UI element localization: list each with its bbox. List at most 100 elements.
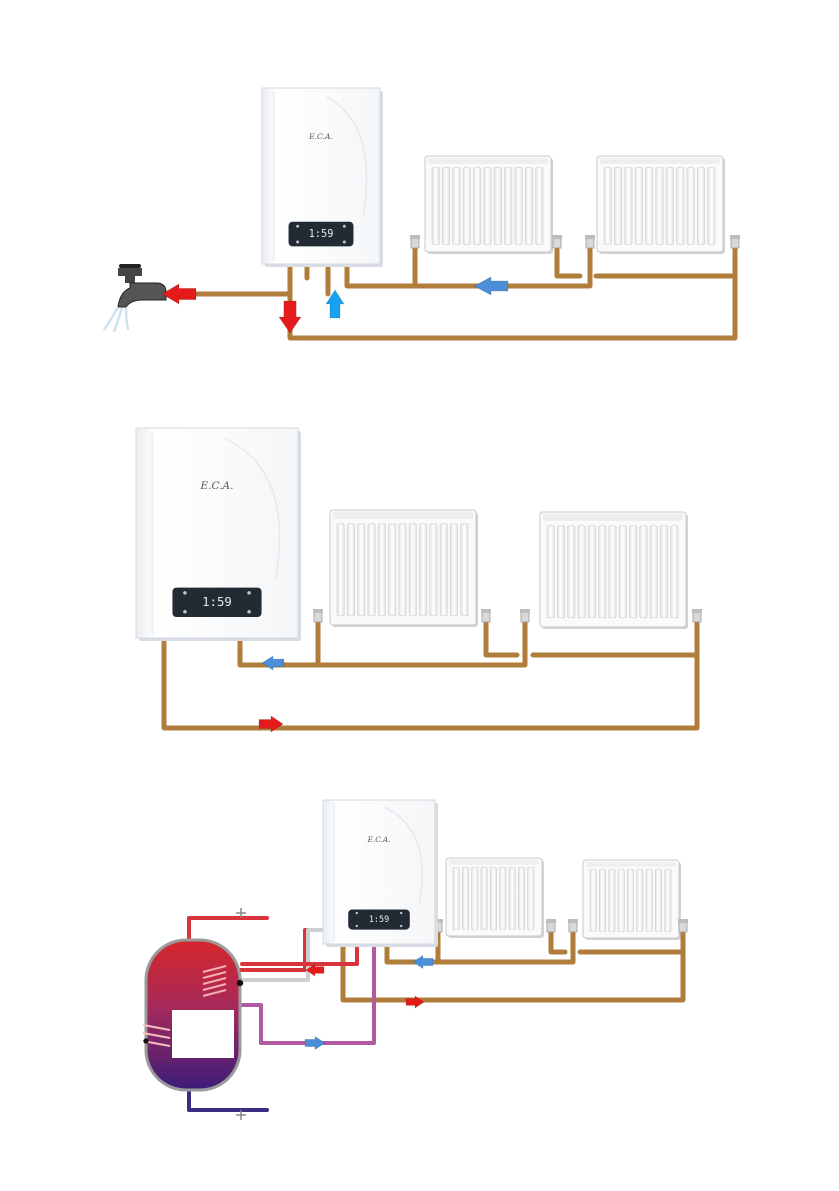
radiator-fin: [432, 168, 439, 245]
diagram-combi-with-tap: E.C.A.1:59: [104, 88, 740, 338]
boiler-icon: E.C.A.1:59: [262, 88, 383, 267]
radiator-top-grille: [428, 158, 548, 164]
radiator-icon: [583, 860, 681, 940]
radiator-fin: [490, 867, 496, 929]
radiator-fin: [473, 168, 480, 245]
radiator-valve-icon: [678, 919, 688, 932]
radiator-valve-icon: [410, 235, 420, 248]
radiator-fin: [505, 168, 512, 245]
radiator-fin: [697, 168, 704, 245]
water-tap-icon: [104, 266, 166, 332]
radiator-fin: [671, 526, 678, 618]
radiator-fin: [358, 524, 365, 616]
radiator-fin: [389, 524, 396, 616]
flow-arrow-icon: [262, 656, 284, 670]
radiator-fin: [525, 168, 532, 245]
radiator-fin: [578, 526, 585, 618]
radiator-fin: [528, 867, 534, 929]
radiator-fin: [337, 524, 344, 616]
radiator-fin: [590, 869, 596, 931]
pipe: [486, 622, 517, 655]
radiator-fin: [656, 168, 663, 245]
radiator-valve-icon: [481, 609, 491, 622]
radiator-fin: [666, 168, 673, 245]
boiler-brand-logo: E.C.A.: [367, 835, 391, 844]
radiator-fin: [637, 869, 643, 931]
radiator-fin: [515, 168, 522, 245]
radiator-fin: [687, 168, 694, 245]
boiler-button-icon: [400, 925, 402, 927]
radiator-fin: [399, 524, 406, 616]
radiator-fin: [604, 168, 611, 245]
boiler-button-icon: [247, 591, 251, 595]
radiator-fin: [453, 867, 459, 929]
radiator-fin: [609, 526, 616, 618]
pipe: [189, 1090, 267, 1110]
radiator-fin: [536, 168, 543, 245]
radiator-fin: [655, 869, 661, 931]
hot-water-cylinder-icon: [143, 940, 243, 1090]
radiator-valve-icon: [552, 235, 562, 248]
boiler-icon: E.C.A.1:59: [323, 800, 438, 947]
boiler-button-icon: [356, 912, 358, 914]
radiator-icon: [597, 156, 725, 254]
radiator-fin: [440, 524, 447, 616]
radiator-fin: [618, 869, 624, 931]
boiler-display-readout: 1:59: [309, 228, 334, 240]
radiator-fin: [500, 867, 506, 929]
radiator-valve-icon: [692, 609, 702, 622]
boiler-button-icon: [356, 925, 358, 927]
boiler-button-icon: [183, 591, 187, 595]
radiator-fin: [453, 168, 460, 245]
radiator-valve-icon: [568, 919, 578, 932]
radiator-fin: [484, 168, 491, 245]
radiator-fin: [660, 526, 667, 618]
radiator-top-grille: [586, 862, 676, 867]
radiator-fin: [677, 168, 684, 245]
radiator-fin: [609, 869, 615, 931]
cylinder-label-area: [172, 1010, 234, 1058]
radiator-top-grille: [333, 512, 473, 519]
boiler-display-readout: 1:59: [202, 595, 232, 609]
radiator-fin: [472, 867, 478, 929]
boiler-button-icon: [247, 610, 251, 614]
radiator-fin: [599, 869, 605, 931]
boiler-button-icon: [183, 610, 187, 614]
radiator-fin: [442, 168, 449, 245]
radiator-icon: [330, 510, 478, 627]
radiator-fin: [635, 168, 642, 245]
radiator-fin: [419, 524, 426, 616]
flow-arrow-icon: [162, 284, 196, 304]
flow-arrow-icon: [279, 301, 301, 333]
radiator-fin: [627, 869, 633, 931]
radiator-fin: [708, 168, 715, 245]
radiator-fin: [568, 526, 575, 618]
radiator-fin: [646, 869, 652, 931]
radiator-fin: [509, 867, 515, 929]
radiator-fin: [368, 524, 375, 616]
radiator-fin: [518, 867, 524, 929]
radiator-fin: [625, 168, 632, 245]
radiator-fin: [599, 526, 606, 618]
radiator-fin: [409, 524, 416, 616]
radiator-top-grille: [600, 158, 720, 164]
radiator-fin: [462, 867, 468, 929]
radiator-icon: [540, 512, 688, 629]
radiator-fin: [588, 526, 595, 618]
boiler-button-icon: [343, 225, 346, 228]
radiator-fin: [650, 526, 657, 618]
radiator-fin: [614, 168, 621, 245]
cylinder-sensor-icon: [237, 980, 243, 986]
boiler-button-icon: [296, 225, 299, 228]
flow-arrow-icon: [305, 1037, 325, 1050]
radiator-top-grille: [449, 860, 539, 865]
radiator-fin: [547, 526, 554, 618]
radiator-fin: [463, 168, 470, 245]
radiator-fin: [450, 524, 457, 616]
radiator-top-grille: [543, 514, 683, 521]
radiator-valve-icon: [585, 235, 595, 248]
radiator-valve-icon: [546, 919, 556, 932]
radiator-fin: [640, 526, 647, 618]
pipe: [557, 248, 580, 276]
diagram-heating-only: E.C.A.1:59: [136, 428, 702, 732]
